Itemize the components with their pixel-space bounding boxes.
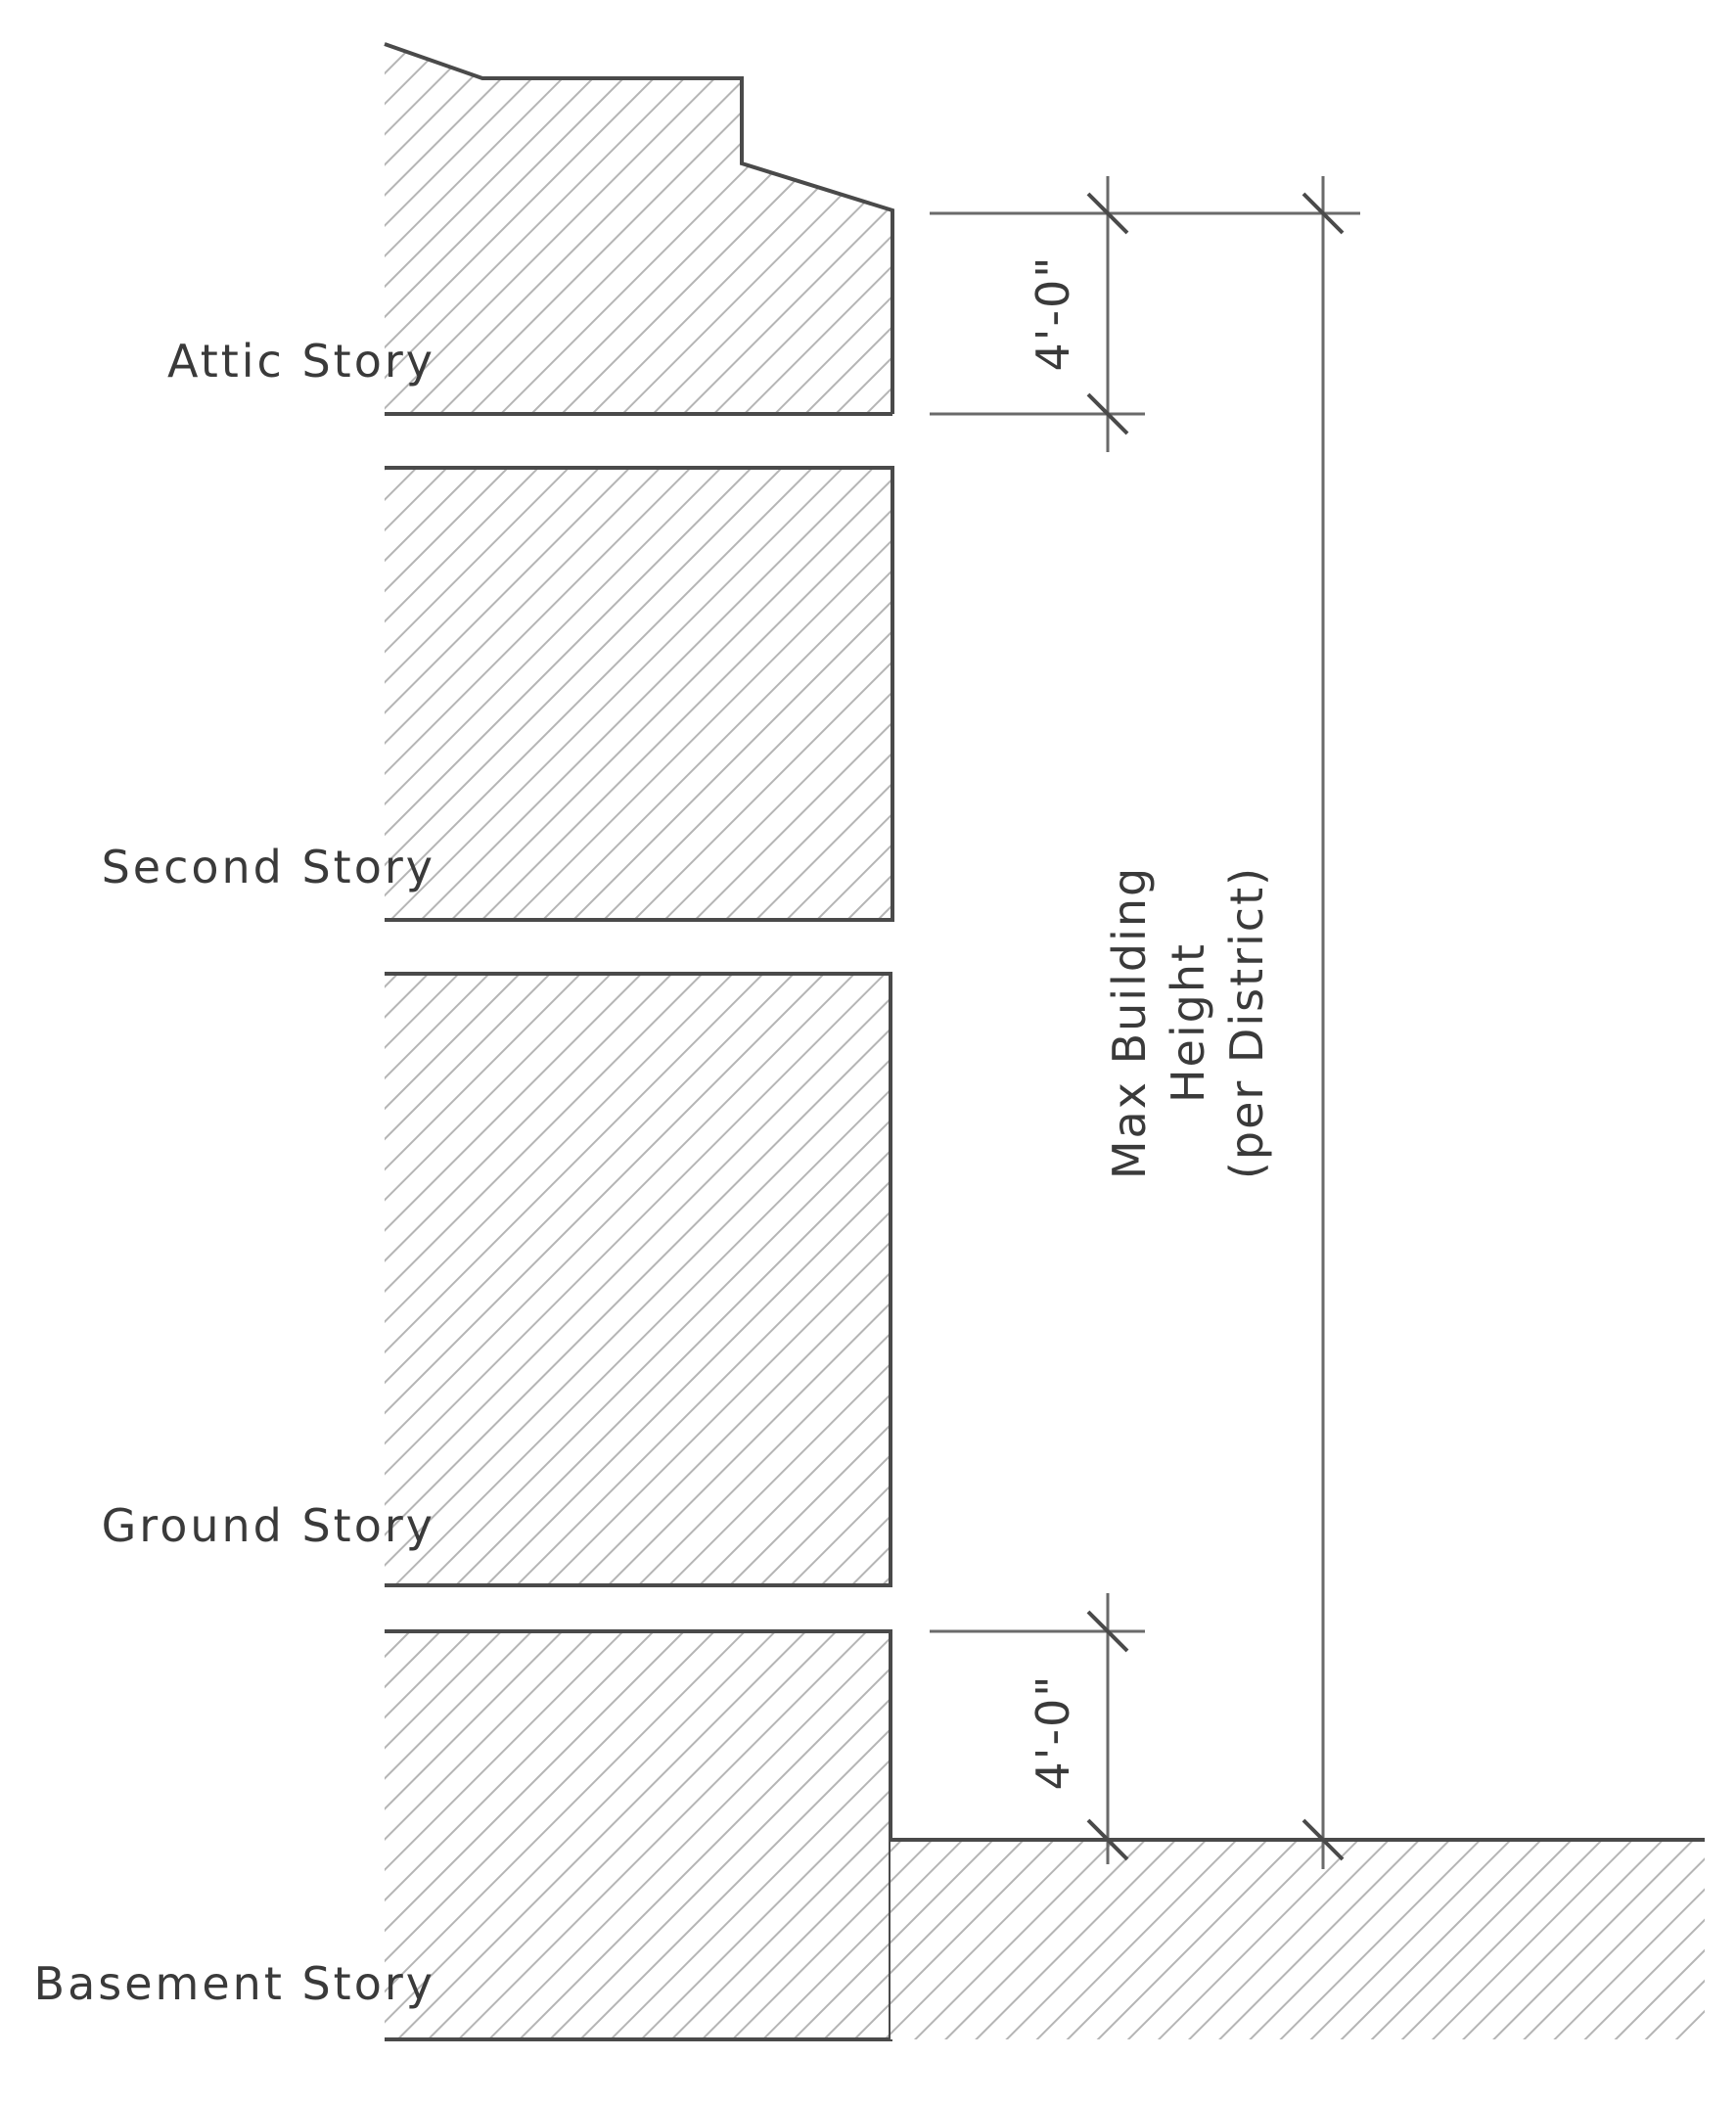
basement-story-outline [385, 1629, 892, 2041]
ground-story-outline [385, 972, 892, 1587]
max-height-text-line3: (per District) [1220, 866, 1273, 1179]
basement-story-section [385, 1631, 891, 2039]
attic-roof-outline [384, 42, 894, 414]
second-story-outline [385, 466, 894, 922]
second-story-section [385, 468, 892, 920]
basement-dimension [930, 1593, 1145, 1864]
max-height-dimension [1302, 176, 1345, 1869]
story-label-basement: Basement Story [34, 1957, 435, 2010]
attic-story-section [385, 44, 892, 414]
story-label-attic: Attic Story [167, 335, 435, 388]
attic-dimension [930, 176, 1360, 452]
ground-story-section [385, 974, 891, 1585]
max-height-text-line2: Height [1162, 942, 1214, 1103]
attic-dimension-text: 4'-0" [1027, 255, 1079, 372]
basement-dimension-text: 4'-0" [1027, 1674, 1079, 1791]
max-height-text-line1: Max Building [1103, 866, 1156, 1179]
story-label-second: Second Story [102, 841, 435, 893]
story-label-ground: Ground Story [102, 1499, 435, 1552]
grade-section [891, 1840, 1705, 2039]
